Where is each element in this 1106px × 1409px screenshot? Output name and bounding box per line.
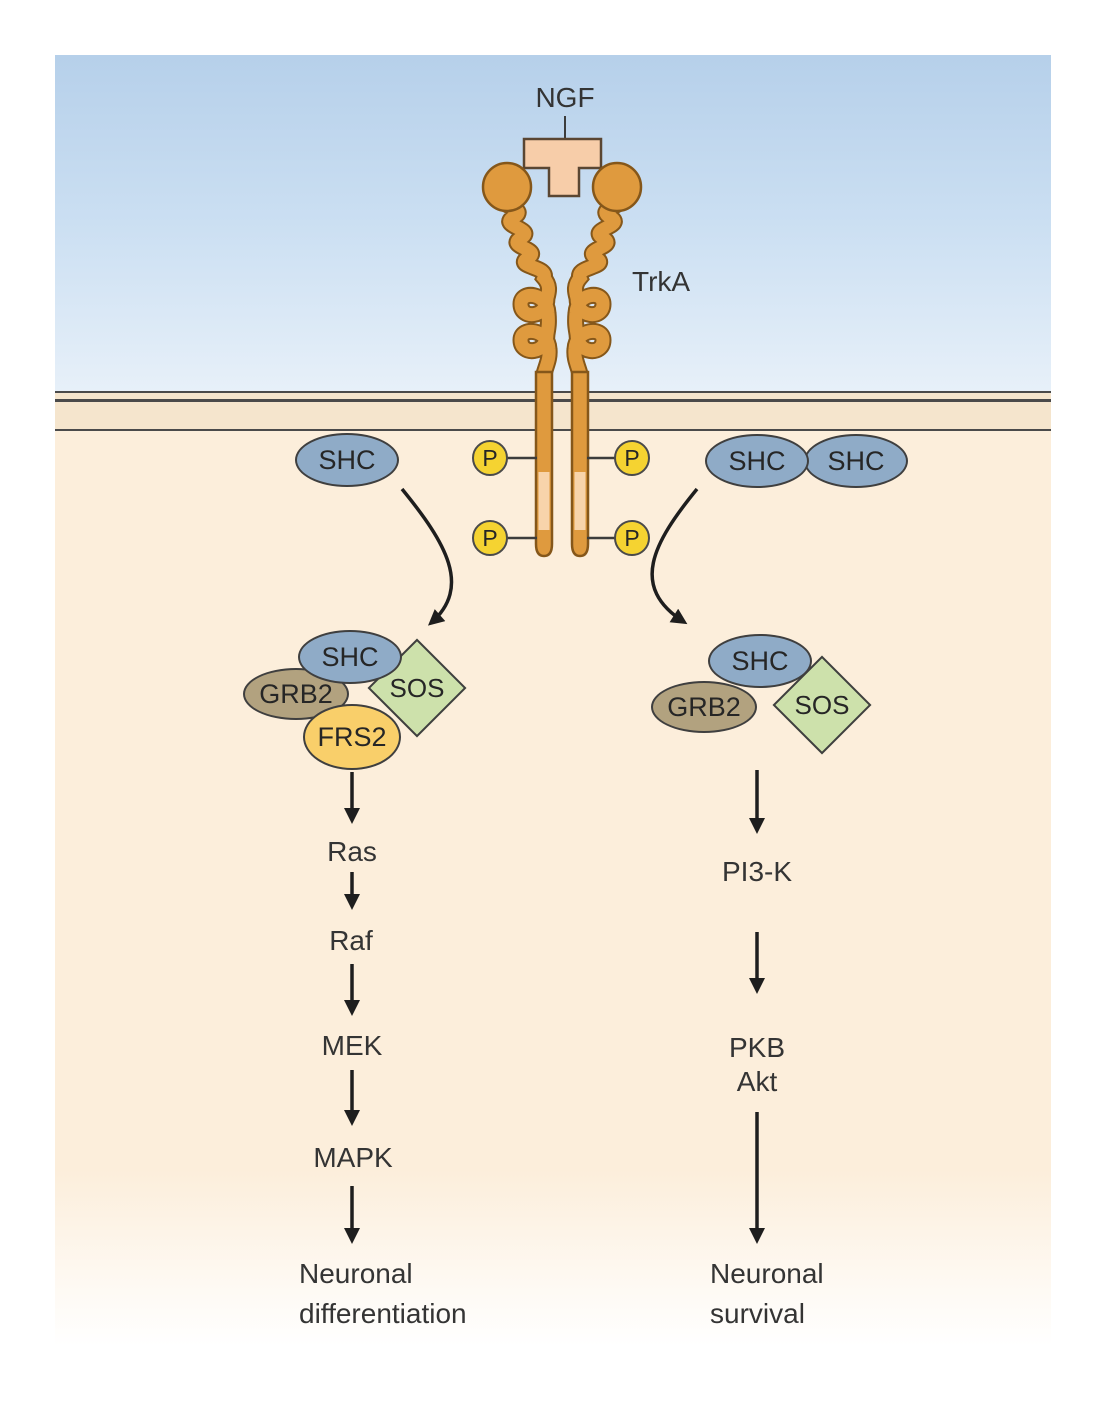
phospho-connectors (506, 456, 616, 540)
phospho-label: P (624, 524, 640, 551)
shc-label: SHC (321, 641, 379, 672)
phospho-label: P (624, 444, 640, 471)
stalk-light-segment-right (574, 472, 586, 530)
phospho-badge-4: P (614, 520, 650, 556)
ngf-label: NGF (535, 82, 595, 113)
outcome-differentiation-line1: Neuronal (299, 1258, 413, 1289)
pathway-step-ras: Ras (327, 836, 377, 867)
shc-adaptor-membrane-right-2: SHC (804, 434, 908, 488)
phospho-label: P (482, 524, 498, 551)
shc-label: SHC (318, 444, 376, 475)
receptor-head-right (591, 161, 643, 213)
grb2-adaptor-right: GRB2 (651, 681, 757, 733)
shc-adaptor-membrane-right-1: SHC (705, 434, 809, 488)
phospho-badge-1: P (472, 440, 508, 476)
outcome-differentiation-line2: differentiation (299, 1298, 467, 1329)
trka-label: TrkA (632, 266, 691, 297)
recruitment-arrow-right (650, 487, 699, 625)
shc-adaptor-membrane-left: SHC (295, 433, 399, 487)
shc-label: SHC (731, 645, 789, 676)
shc-label: SHC (827, 445, 885, 476)
phospho-badge-2: P (614, 440, 650, 476)
phospho-label: P (482, 444, 498, 471)
recruitment-arrow-left (400, 487, 454, 626)
pathway-step-pkb: PKB (728, 1032, 786, 1063)
shc-adaptor-complex-right: SHC (708, 634, 812, 688)
pathway-step-akt: Akt (736, 1066, 778, 1097)
stalk-light-segment-left (538, 472, 550, 530)
trka-receptor (481, 161, 643, 558)
pathway-step-mapk: MAPK (313, 1142, 393, 1173)
frs2-adaptor: FRS2 (303, 704, 401, 770)
grb2-label: GRB2 (259, 678, 333, 709)
sos-label: SOS (389, 672, 445, 703)
ngf-ligand (522, 137, 603, 198)
outcome-survival-line2: survival (710, 1298, 805, 1329)
pathway-step-mek: MEK (321, 1030, 383, 1061)
receptor-head-left (481, 161, 533, 213)
cytoplasm-region (55, 431, 1051, 1355)
pathway-step-pi3k: PI3-K (721, 856, 793, 887)
sos-label: SOS (794, 689, 850, 720)
grb2-label: GRB2 (667, 691, 741, 722)
shc-label: SHC (728, 445, 786, 476)
outcome-survival-line1: Neuronal (710, 1258, 824, 1289)
phospho-badge-3: P (472, 520, 508, 556)
shc-adaptor-complex-left: SHC (298, 630, 402, 684)
frs2-label: FRS2 (317, 721, 387, 752)
pathway-step-raf: Raf (329, 925, 373, 956)
